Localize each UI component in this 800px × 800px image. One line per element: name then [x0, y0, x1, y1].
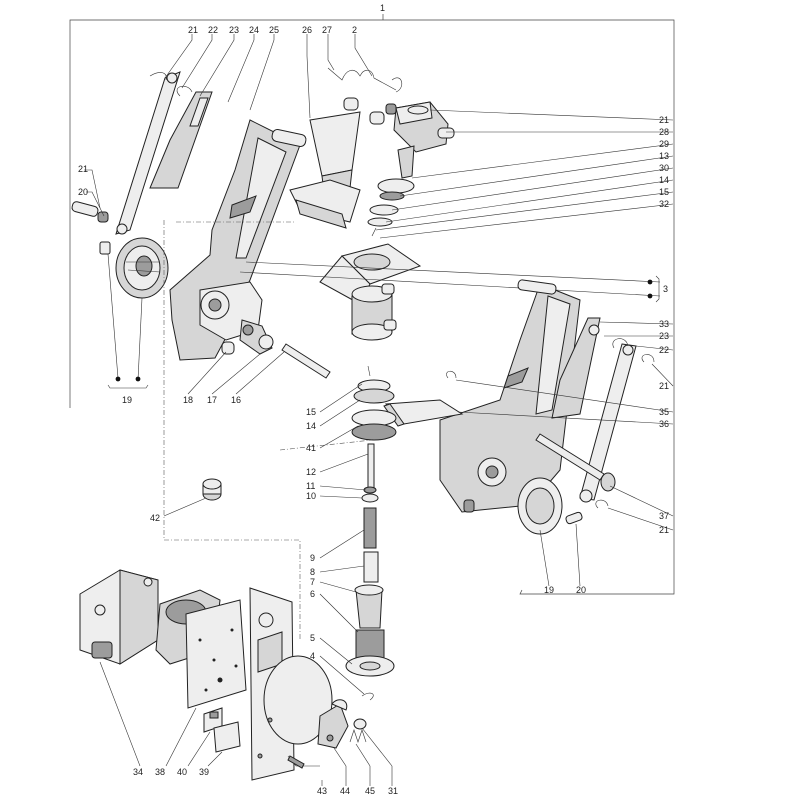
callout-33: 33: [659, 319, 669, 329]
shaft-16: [281, 343, 331, 379]
callout-6: 6: [310, 589, 315, 599]
gear-motor-38: [155, 589, 247, 767]
callout-31: 31: [388, 786, 398, 796]
right-side-plate: [439, 279, 581, 513]
assembly-frame-1: 1: [69, 3, 675, 595]
callout-16: 16: [231, 395, 241, 405]
callout-24: 24: [249, 25, 259, 35]
callout-21: 21: [78, 164, 88, 174]
callout-14: 14: [659, 175, 669, 185]
callout-11: 11: [306, 481, 315, 491]
callout-30: 30: [659, 163, 669, 173]
spring-45: [349, 729, 371, 767]
leader-lines-bottom: [321, 766, 393, 786]
callout-20: 20: [576, 585, 586, 595]
callout-44: 44: [340, 786, 350, 796]
callout-19: 19: [544, 585, 554, 595]
callout-38: 38: [155, 767, 165, 777]
callout-14: 14: [306, 421, 316, 431]
screw-20-left: [71, 201, 111, 255]
callout-21: 21: [659, 115, 669, 125]
callout-17: 17: [207, 395, 217, 405]
motor-bracket-34: [79, 569, 159, 767]
callout-35: 35: [659, 407, 669, 417]
callout-19: 19: [122, 395, 132, 405]
callout-42: 42: [150, 513, 160, 523]
leader-lines-right: [455, 321, 674, 587]
screw-43: [287, 755, 305, 769]
callout-15: 15: [659, 187, 669, 197]
clips-21-right: [446, 338, 655, 509]
callout-40: 40: [177, 767, 187, 777]
label-plate-39: [207, 721, 241, 767]
callout-10: 10: [306, 491, 316, 501]
callout-45: 45: [365, 786, 375, 796]
left-side-plate: [169, 119, 307, 361]
callout-4: 4: [310, 651, 315, 661]
clip-21-top: [176, 85, 193, 97]
central-stack: [345, 365, 397, 701]
callout-labels: 21 22 23 24 25 26 27 2 21 28 29 13 30 14…: [78, 25, 669, 796]
callout-18: 18: [183, 395, 193, 405]
screw-20-right: [565, 511, 583, 525]
assembly-dashes: [163, 220, 373, 640]
callout-8: 8: [310, 567, 315, 577]
leader-lines-center: [319, 383, 369, 695]
callout-29: 29: [659, 139, 669, 149]
callout-34: 34: [133, 767, 143, 777]
mount-plate: [249, 587, 333, 781]
link-arm-22-right: [579, 343, 637, 503]
valve-block-28: [385, 101, 455, 153]
callout-1: 1: [380, 3, 385, 13]
leader-lines-left: [84, 34, 674, 395]
callout-26: 26: [302, 25, 312, 35]
callout-5: 5: [310, 633, 315, 643]
callout-25: 25: [269, 25, 279, 35]
callout-13: 13: [659, 151, 669, 161]
callout-43: 43: [317, 786, 327, 796]
callout-36: 36: [659, 419, 669, 429]
callout-21: 21: [188, 25, 198, 35]
spring-27: [327, 67, 403, 93]
funnel-3: [319, 243, 422, 341]
callout-21: 21: [659, 381, 669, 391]
callout-22: 22: [659, 345, 669, 355]
left-pulley-wheel: [115, 237, 169, 299]
callout-20: 20: [78, 187, 88, 197]
bushing-42: [163, 478, 222, 517]
callout-9: 9: [310, 553, 315, 563]
callout-28: 28: [659, 127, 669, 137]
lever-17: [221, 319, 274, 355]
spacer-31: [353, 718, 393, 767]
callout-39: 39: [199, 767, 209, 777]
callout-12: 12: [306, 467, 316, 477]
reference-dots: [107, 275, 660, 389]
callout-7: 7: [310, 577, 315, 587]
disc-19-right: [517, 477, 563, 535]
nozzle-29: [367, 145, 415, 237]
callout-22: 22: [208, 25, 218, 35]
guide-plate-23-right: [551, 317, 601, 419]
callout-37: 37: [659, 511, 669, 521]
callout-2: 2: [352, 25, 357, 35]
callout-23: 23: [659, 331, 669, 341]
callout-15: 15: [306, 407, 316, 417]
guide-plate-23: [149, 91, 213, 189]
link-arm-22: [115, 71, 181, 235]
callout-23: 23: [229, 25, 239, 35]
callout-41: 41: [306, 443, 316, 453]
cam-lever-44: [317, 699, 349, 767]
callout-32: 32: [659, 199, 669, 209]
callout-3: 3: [663, 284, 668, 294]
callout-21: 21: [659, 525, 669, 535]
callout-27: 27: [322, 25, 332, 35]
hopper-26: [289, 97, 385, 229]
